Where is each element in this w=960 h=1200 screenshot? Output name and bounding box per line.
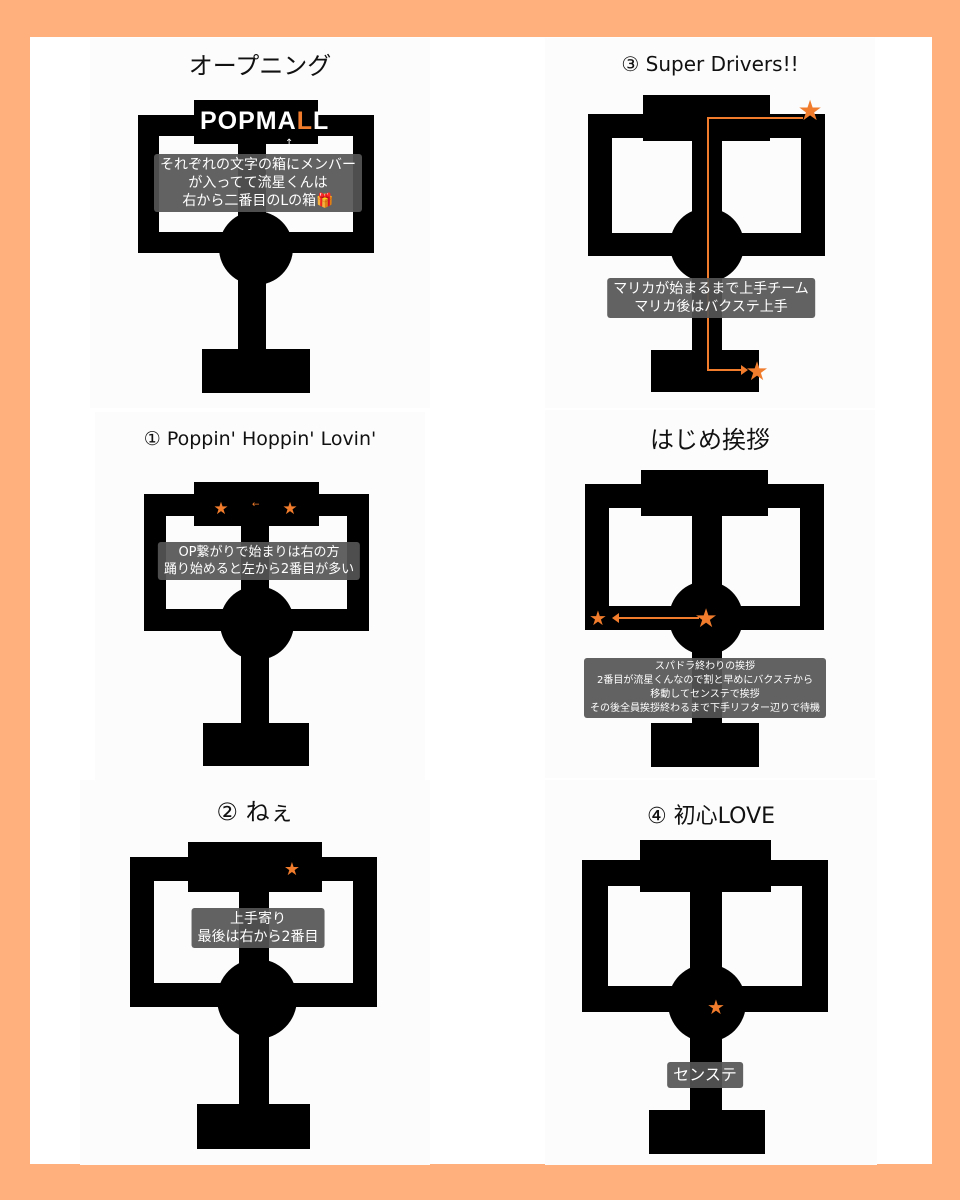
panel-poppin-hoppin-lovin: ① Poppin' Hoppin' Lovin' ★ ★ ← OP繋がりで始まり…	[95, 412, 425, 780]
center-stage	[668, 964, 746, 1042]
stage-right-side	[801, 114, 825, 256]
star-icon: ★	[282, 499, 297, 519]
movement-path	[707, 117, 803, 371]
stage-diagram: ★ ★	[588, 94, 825, 392]
panel-title: ① Poppin' Hoppin' Lovin'	[143, 428, 377, 450]
stage-left-side	[588, 114, 612, 256]
stage-top-box	[188, 842, 322, 892]
stage-left-side	[144, 494, 166, 631]
stage-diagram	[138, 100, 374, 393]
stage-top-box	[194, 482, 319, 526]
center-stage	[217, 959, 297, 1039]
panel-title: ④ 初心LOVE	[646, 804, 776, 829]
stage-right-side	[800, 484, 824, 630]
center-stage	[220, 586, 294, 660]
back-stage	[203, 723, 309, 766]
arrow-up-icon: ↑	[285, 138, 294, 149]
stage-top-box	[641, 470, 768, 516]
position-note: 上手寄り 最後は右から2番目	[191, 908, 325, 948]
stage-left-side	[130, 857, 154, 1007]
stage-top-box	[194, 100, 318, 144]
center-stage	[669, 581, 743, 655]
arrow-head-icon	[612, 613, 619, 623]
star-icon: ★	[284, 859, 300, 880]
panel-title: はじめ挨拶	[650, 426, 770, 454]
arrow-head-icon	[741, 365, 748, 375]
panel-title: ③ Super Drivers!!	[621, 52, 799, 76]
stage-top-box	[640, 840, 771, 892]
stage-right-side	[353, 115, 374, 253]
star-icon: ★	[797, 94, 822, 127]
position-note: マリカが始まるまで上手チーム マリカ後はバクステ上手	[607, 278, 815, 318]
stage-diagram: ★ ★	[585, 470, 824, 767]
star-icon: ★	[745, 357, 768, 387]
back-stage	[651, 723, 759, 767]
panel-super-drivers: ③ Super Drivers!! ★ ★ マリカが始まるまで上手チーム マリカ…	[545, 38, 875, 408]
stage-left-side	[138, 115, 159, 253]
position-note: スパドラ終わりの挨拶 2番目が流星くんなので割と早めにバクステから 移動してセン…	[584, 658, 826, 718]
star-icon: ★	[589, 606, 607, 630]
back-stage	[197, 1104, 310, 1149]
star-icon: ★	[213, 499, 228, 519]
stage-diagram: ★ ★	[144, 482, 369, 766]
popmall-logo: POPMALL	[200, 107, 330, 135]
star-icon: ★	[694, 604, 717, 634]
stage-diagram: ★	[582, 840, 828, 1154]
panel-nee: ② ねぇ ★ 上手寄り 最後は右から2番目	[80, 780, 430, 1165]
position-note: OP繋がりで始まりは右の方 踊り始めると左から2番目が多い	[157, 542, 361, 580]
panel-shoshin-love: ④ 初心LOVE ★ センステ	[545, 780, 877, 1165]
stage-diagram: ★	[130, 842, 377, 1149]
stage-left-side	[585, 484, 609, 630]
position-note: センステ	[667, 1062, 743, 1088]
position-note: それぞれの文字の箱にメンバー が入ってて流星くんは 右から二番目のLの箱🎁	[154, 154, 362, 212]
panel-title: オープニング	[188, 52, 332, 80]
back-stage	[202, 349, 310, 393]
arrow-left-icon: ←	[252, 500, 260, 510]
panel-title: ② ねぇ	[216, 798, 294, 826]
panel-opening: オープニング POPMALL ↑ それぞれの文字の箱にメンバー が入ってて流星く…	[90, 38, 430, 408]
back-stage	[649, 1110, 765, 1154]
panel-greeting: はじめ挨拶 ★ ★ スパドラ終わりの挨拶 2番目が流星くんなので割と早めにバクス…	[545, 410, 875, 778]
star-icon: ★	[707, 995, 725, 1019]
center-stage	[219, 211, 293, 285]
stage-right-side	[353, 857, 377, 1007]
